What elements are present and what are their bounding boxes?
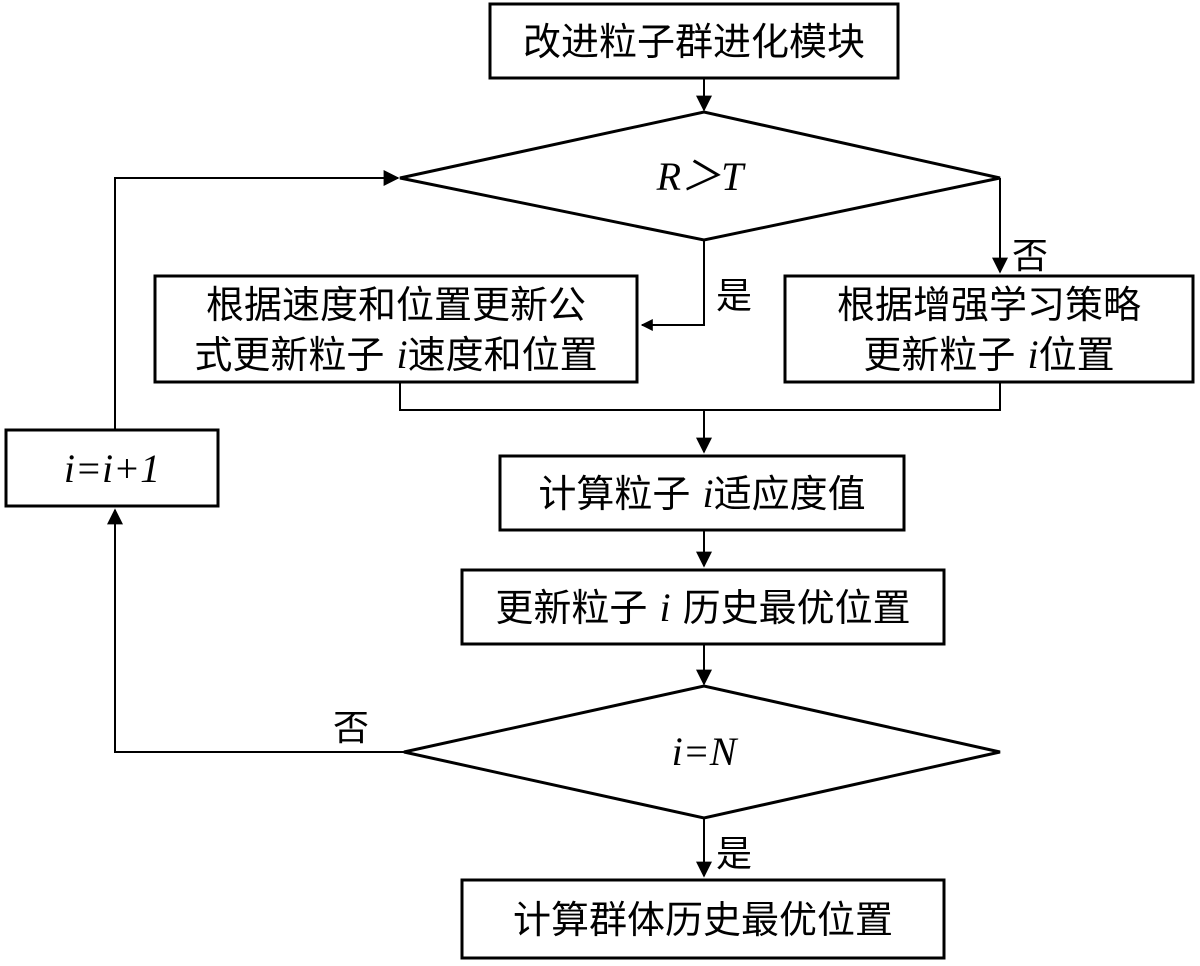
update-by-formula-line2: 式更新粒子 i速度和位置: [194, 332, 597, 377]
end-box: [460, 878, 946, 960]
edge-merge: [399, 382, 1001, 411]
edge-cond1-yes: [640, 240, 705, 331]
condition-i-eq-n-label: i=N: [672, 729, 739, 774]
edge-increment-to-cond1: [114, 170, 400, 430]
increment-box: [4, 428, 220, 508]
start-label: 改进粒子群进化模块: [523, 20, 865, 64]
cond1-yes-label: 是: [716, 276, 752, 317]
update-by-learning-box: [783, 274, 1195, 384]
pbest-box: [460, 568, 946, 646]
update-by-learning-line1: 根据增强学习策略: [837, 283, 1141, 327]
update-by-formula-line1: 根据速度和位置更新公: [206, 283, 586, 327]
fitness-box: [498, 454, 906, 532]
end-label: 计算群体历史最优位置: [513, 898, 893, 942]
edge-cond2-no: [107, 508, 404, 753]
condition-r-gt-t-label: R＞T: [656, 154, 746, 199]
pbest-label: 更新粒子 i 历史最优位置: [495, 585, 910, 630]
cond2-yes-label: 是: [716, 834, 752, 875]
update-by-formula-box: [153, 274, 639, 384]
increment-label: i=i+1: [64, 446, 160, 491]
cond1-no-label: 否: [1012, 236, 1048, 277]
condition-i-eq-n-diamond: [403, 684, 1001, 820]
update-by-learning-line2: 更新粒子 i位置: [863, 332, 1114, 377]
cond2-no-label: 否: [333, 708, 369, 749]
start-box: [488, 2, 900, 80]
fitness-label: 计算粒子 i适应度值: [538, 471, 865, 516]
